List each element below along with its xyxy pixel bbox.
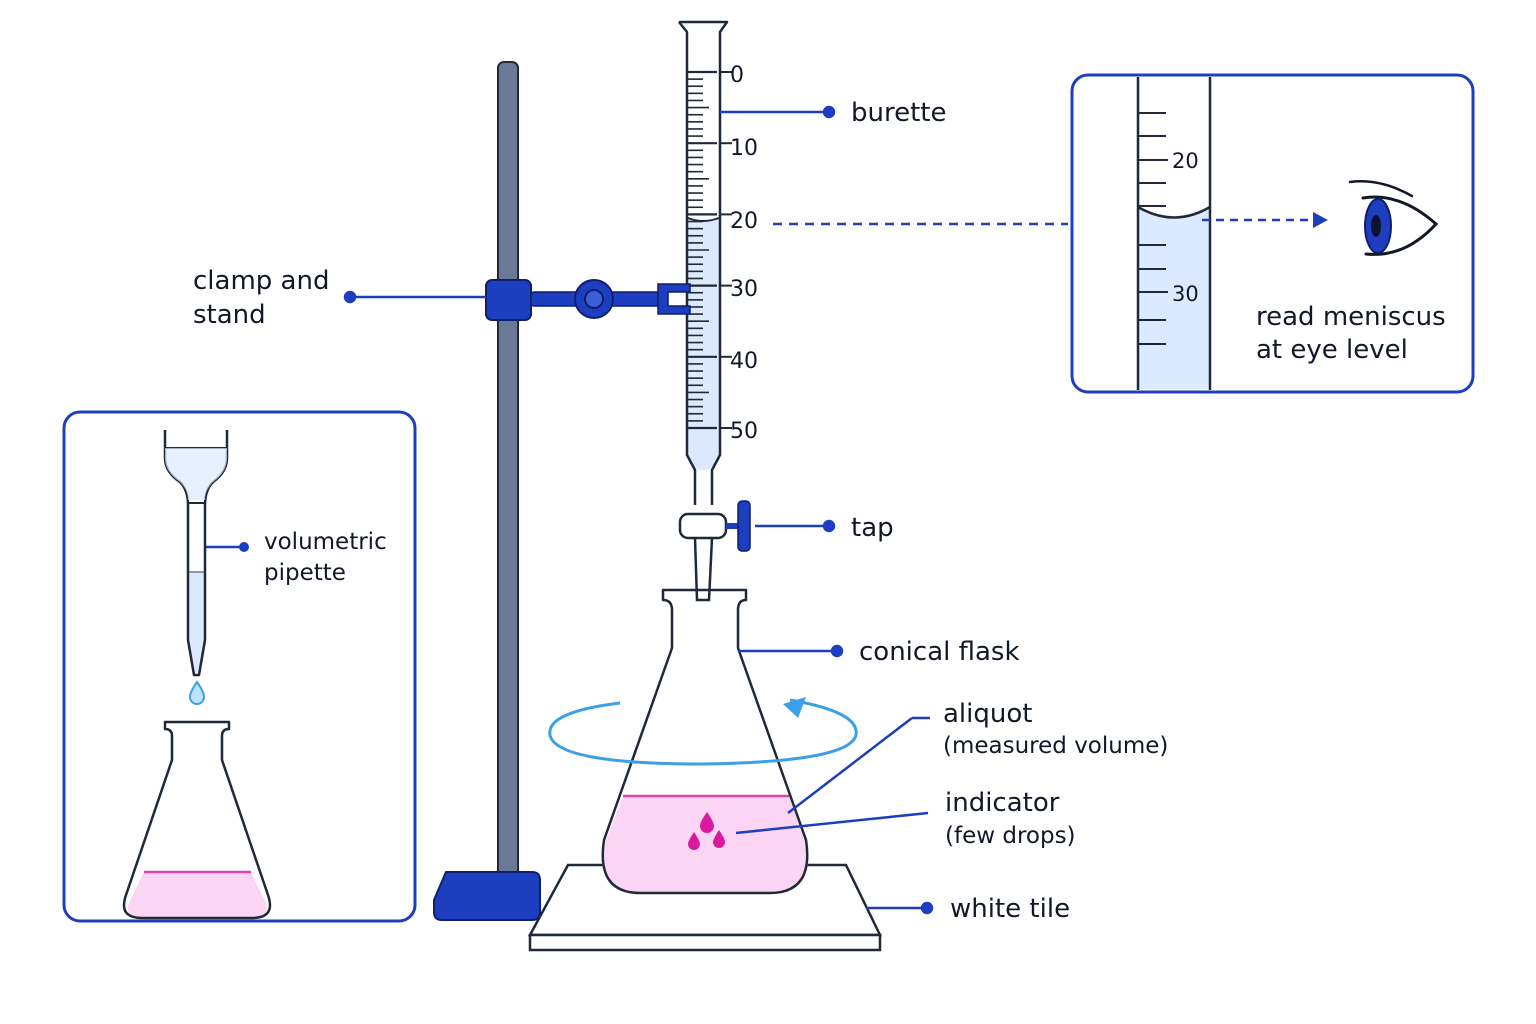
- tap: [678, 500, 751, 552]
- label-meniscus-line1: read meniscus: [1256, 302, 1446, 332]
- pipette-inset: volumetric pipette: [62, 410, 417, 923]
- flask-liquid: [601, 796, 809, 893]
- burette-scale-label: 10: [730, 136, 758, 161]
- leader-lines: [343, 105, 934, 915]
- label-pipette-line1: volumetric: [264, 529, 387, 555]
- meniscus-inset: 20 30 read meniscus at eye level: [1070, 73, 1475, 394]
- label-clamp-line2: stand: [193, 300, 266, 330]
- indicator-drops: [688, 812, 725, 850]
- pipette-inset-frame: [62, 410, 417, 923]
- swirl-arrow-icon: [548, 697, 858, 766]
- drop-icon: [688, 832, 700, 850]
- drop-icon: [713, 830, 725, 848]
- eye-icon: [1348, 180, 1439, 256]
- label-aliquot-note: (measured volume): [943, 733, 1168, 759]
- label-pipette-line2: pipette: [264, 560, 346, 586]
- label-meniscus-line2: at eye level: [1256, 335, 1408, 365]
- label-burette: burette: [851, 98, 946, 128]
- meniscus-ticks: [1138, 112, 1168, 345]
- stand-base: [433, 871, 541, 921]
- label-indicator: indicator: [945, 788, 1060, 818]
- label-white-tile: white tile: [950, 894, 1070, 924]
- burette-scale: 0 10 20 30 40 50: [730, 63, 758, 444]
- burette-scale-label: 20: [730, 209, 758, 234]
- meniscus-scale-20: 20: [1172, 149, 1199, 173]
- burette-scale-label: 0: [730, 63, 744, 88]
- stand-rod: [497, 61, 519, 883]
- conical-flask: [601, 588, 809, 895]
- label-aliquot: aliquot: [943, 699, 1032, 729]
- burette-scale-label: 30: [730, 277, 758, 302]
- burette-scale-label: 50: [730, 419, 758, 444]
- label-conical-flask: conical flask: [859, 637, 1020, 667]
- drop-icon: [700, 812, 714, 833]
- burette: 0 10 20 30 40 50: [678, 20, 758, 602]
- burette-liquid: [688, 218, 719, 470]
- label-clamp-line1: clamp and: [193, 266, 329, 296]
- burette-scale-label: 40: [730, 349, 758, 374]
- retort-stand: [433, 61, 541, 921]
- drop-icon: [188, 680, 206, 705]
- clamp: [485, 279, 691, 321]
- label-tap: tap: [851, 513, 894, 543]
- label-indicator-note: (few drops): [945, 823, 1076, 849]
- meniscus-scale-30: 30: [1172, 282, 1199, 306]
